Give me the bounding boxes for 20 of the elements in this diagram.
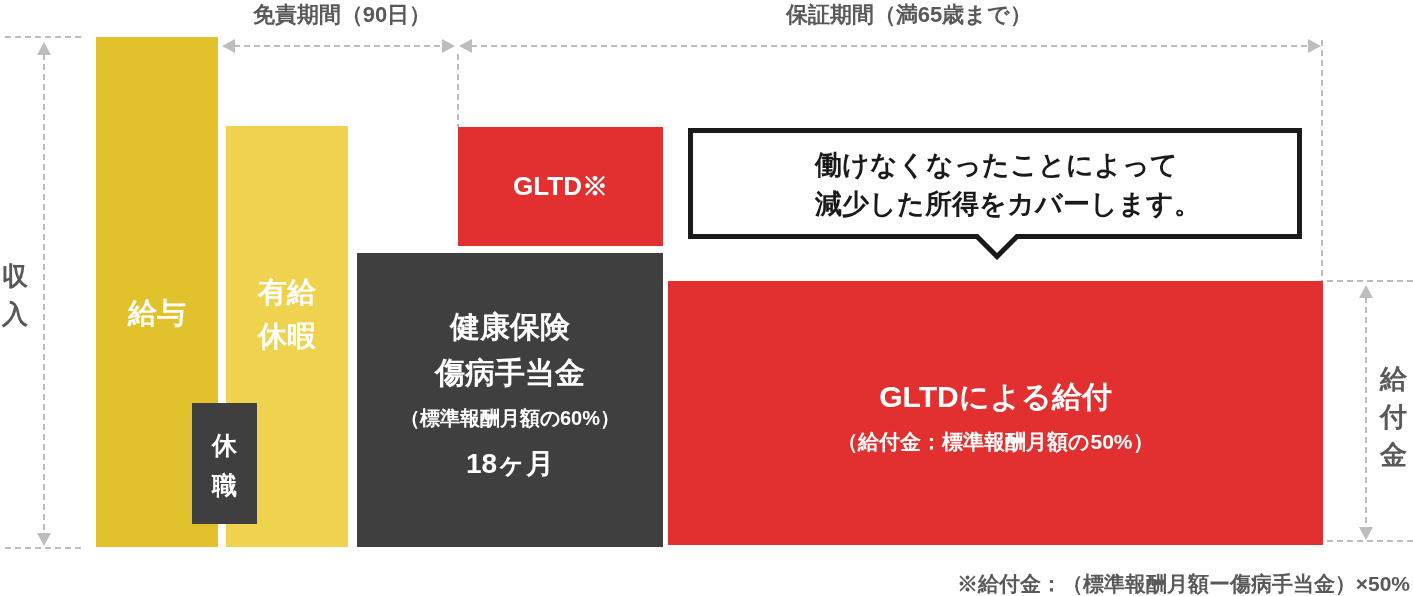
block-title: GLTDによる給付	[879, 379, 1112, 415]
benefit-block	[668, 281, 1323, 545]
block-note: （給付金：標準報酬月額の50%）	[837, 429, 1154, 455]
block-title: 給与	[128, 296, 186, 331]
axis-label: 給付金	[1378, 363, 1409, 472]
block-note: （標準報酬月額の60%）	[400, 406, 620, 431]
block-title: 休職	[210, 430, 238, 501]
footnote: ※給付金：（標準報酬月額ー傷病手当金）×50%	[956, 571, 1410, 596]
speech-bubble	[688, 128, 1302, 260]
bubble-text: 働けなくなったことによって減少した所得をカバーします。	[815, 149, 1202, 221]
axis-label: 収入	[0, 260, 29, 331]
benefit-block	[458, 127, 663, 246]
period-label: 保証期間（満65歳まで）	[785, 1, 1033, 29]
benefit-block	[357, 253, 663, 547]
block-duration: 18ヶ月	[465, 447, 555, 481]
block-title: GLTD※	[513, 170, 608, 203]
tag-box	[192, 403, 257, 524]
block-title: 健康保険傷病手当金	[433, 309, 586, 391]
period-label: 免責期間（90日）	[252, 1, 432, 29]
block-title: 有給休暇	[256, 275, 317, 354]
